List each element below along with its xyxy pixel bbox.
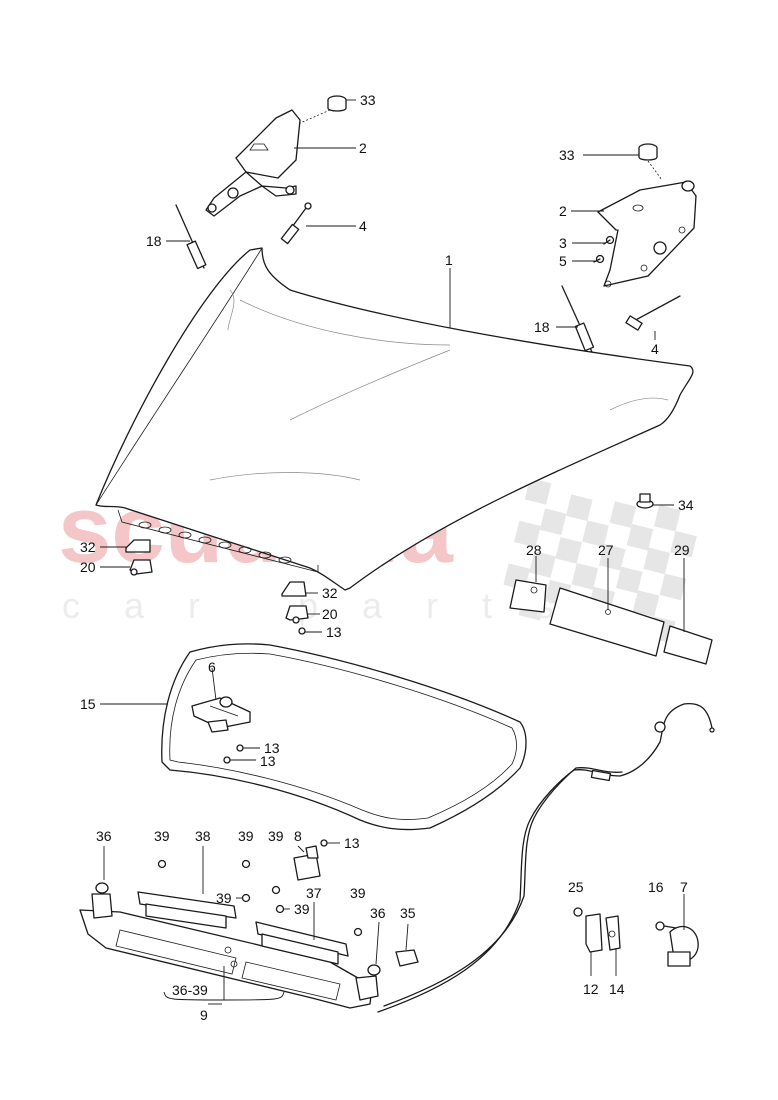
callout-35: 35 [400,905,416,921]
right-hinge-assembly [561,143,697,353]
flag-square [626,523,654,551]
flag-square [555,537,582,564]
callout-38: 38 [195,828,211,844]
callout-39: 39 [294,901,310,917]
hood-pads [125,493,654,635]
callout-18: 18 [146,233,162,249]
callout-36: 36 [96,828,112,844]
callout-3: 3 [559,235,567,251]
callout-32: 32 [322,585,338,601]
callout-14: 14 [609,981,625,997]
flag-square [514,520,541,548]
callout-39: 39 [238,828,254,844]
callout-4: 4 [359,218,367,234]
flag-square [670,530,697,558]
leader-lines [100,99,685,1005]
flag-square [571,563,599,590]
callout-1: 1 [445,252,453,268]
left-hinge-assembly [175,95,347,270]
callout-39: 39 [154,828,170,844]
flag-square [615,566,643,594]
flag-square [524,478,552,505]
flag-square [654,504,681,532]
callout-13: 13 [264,740,280,756]
callout-36: 36 [370,905,386,921]
callout-labels: 33 2 4 18 33 2 3 5 1 18 4 34 32 20 28 27… [80,92,694,1023]
hood-seal-and-lock [161,643,527,831]
callout-13: 13 [260,753,276,769]
callout-13: 13 [326,624,342,640]
flag-square [539,508,567,536]
lock-carrier-assembly [79,839,419,1009]
flag-square [582,520,609,548]
release-cable [377,702,715,1013]
callout-15: 15 [80,696,96,712]
callout-39: 39 [216,890,232,906]
callout-9: 9 [200,1007,208,1023]
callout-39: 39 [268,828,284,844]
callout-25: 25 [568,879,584,895]
callout-32: 32 [80,539,96,555]
callout-2: 2 [359,140,367,156]
callout-7: 7 [680,879,688,895]
flag-square [609,501,637,528]
callout-33: 33 [559,147,575,163]
callout-2: 2 [559,203,567,219]
callout-12: 12 [583,981,599,997]
release-handle-parts [573,907,699,967]
flag-square [632,590,660,617]
callout-8: 8 [294,828,302,844]
callout-28: 28 [526,542,542,558]
insulation-pads [509,579,713,665]
callout-13: 13 [344,835,360,851]
callout-18: 18 [534,319,550,335]
callout-20: 20 [80,559,96,575]
flag-square [643,547,671,575]
callout-39: 39 [350,885,366,901]
callout-4: 4 [651,341,659,357]
watermark-subtitle: car parts [62,585,598,626]
hood-underside-vents [138,521,292,564]
callout-27: 27 [598,542,614,558]
flag-square [659,573,687,601]
hood-panel [95,247,694,591]
flag-square [598,543,626,571]
callout-5: 5 [559,253,567,269]
callout-36-39: 36-39 [172,982,208,998]
callout-6: 6 [208,659,216,675]
callout-34: 34 [678,497,694,513]
callout-16: 16 [648,879,664,895]
flag-square [565,494,593,522]
callout-37: 37 [306,885,322,901]
callout-33: 33 [360,92,376,108]
callout-20: 20 [322,606,338,622]
callout-29: 29 [674,542,690,558]
